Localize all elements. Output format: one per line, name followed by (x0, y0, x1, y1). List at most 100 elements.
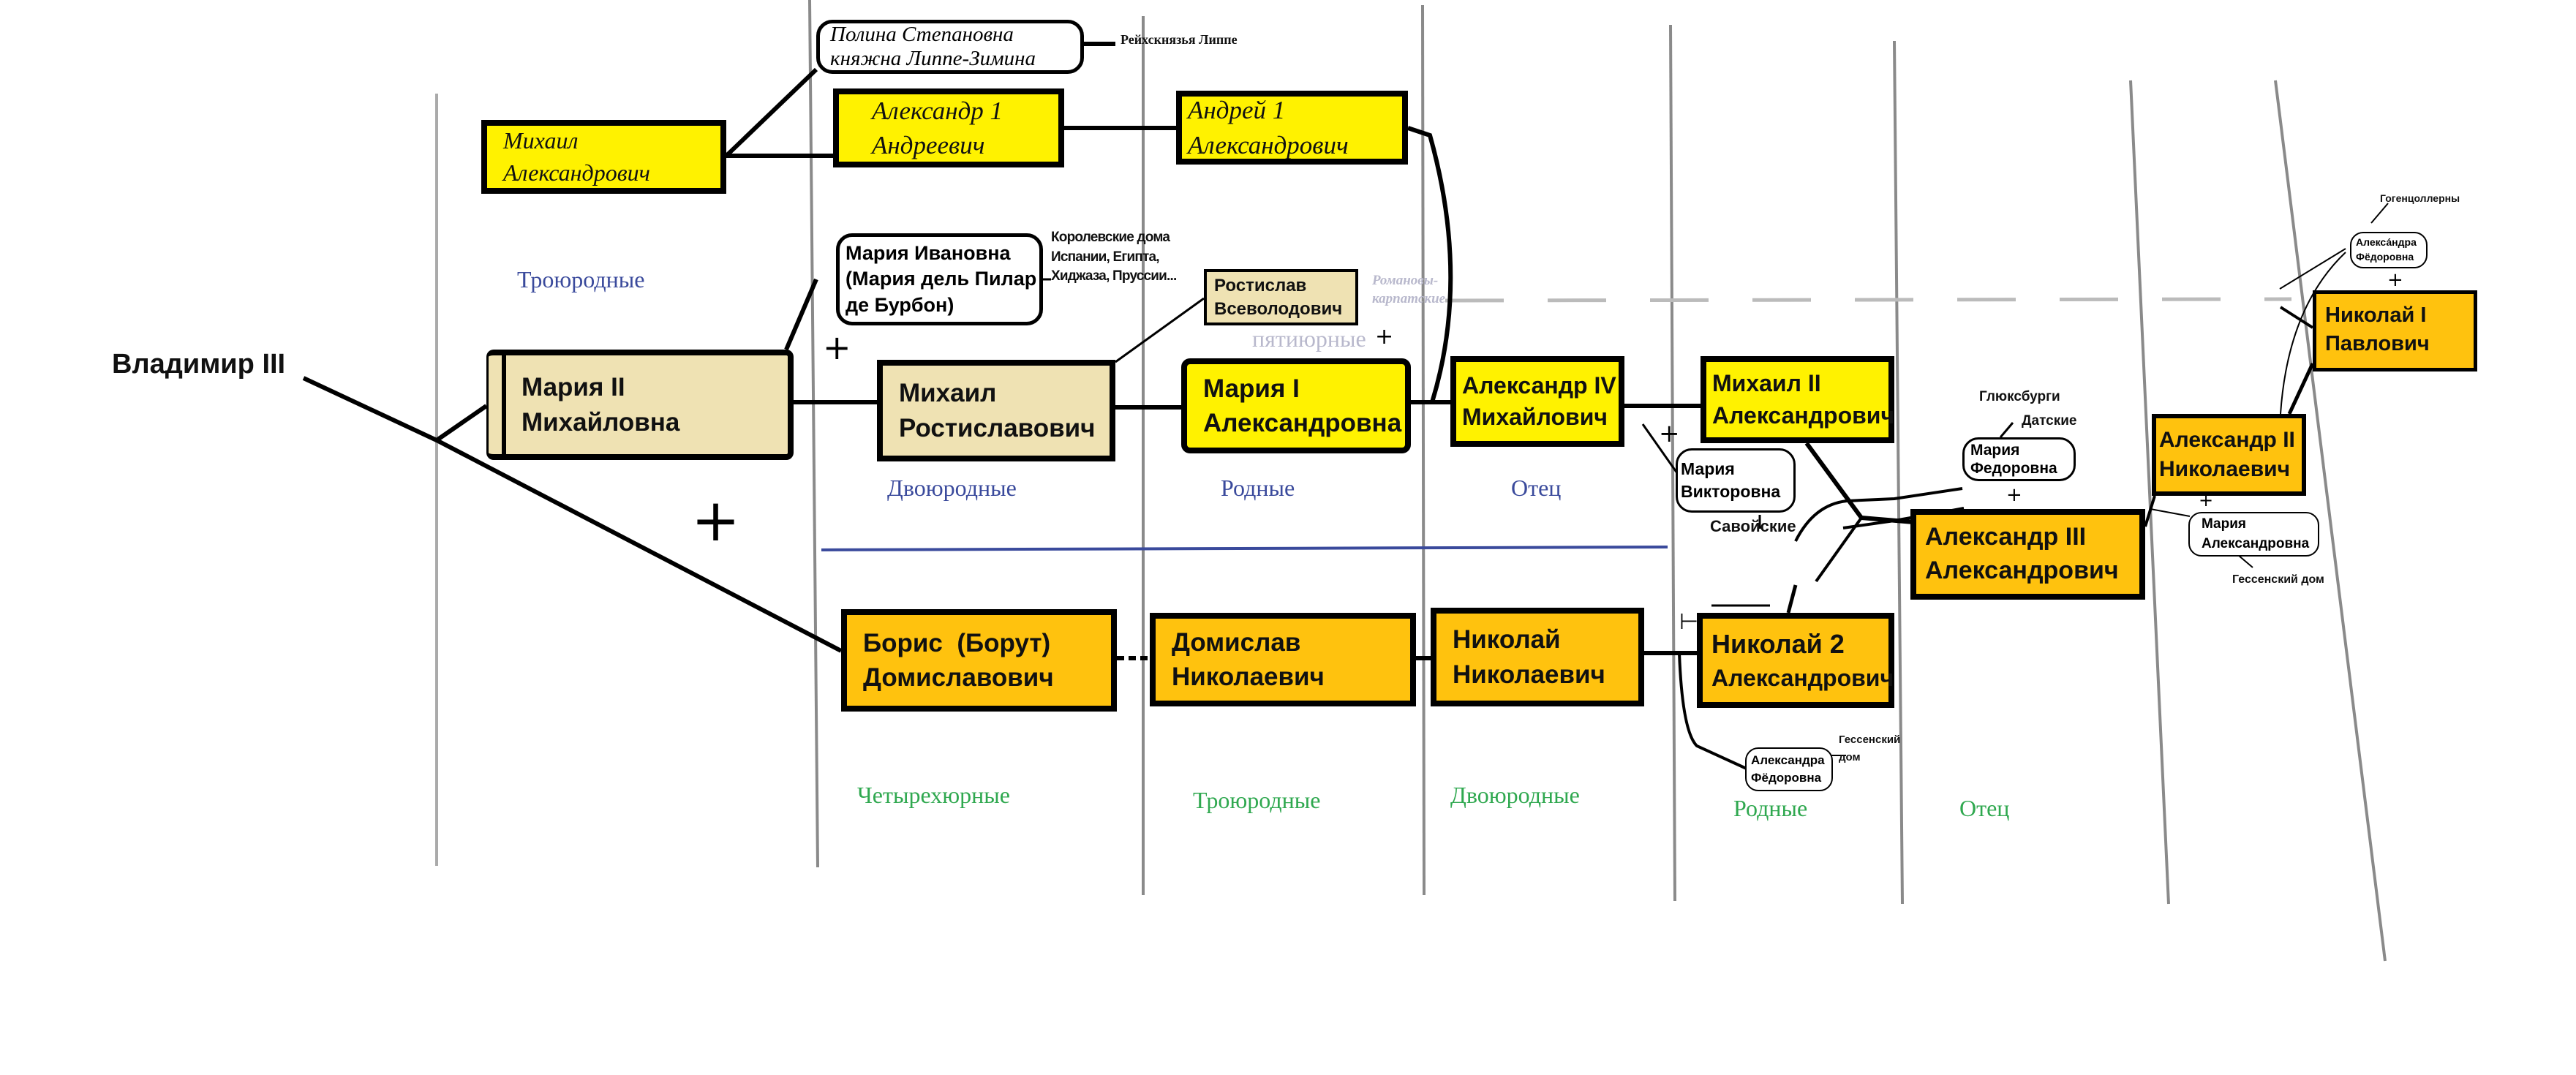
spouse-box-maria-alexandrovna[interactable]: Мария Александровна (2188, 512, 2319, 557)
box-inner-border (502, 350, 506, 460)
spouse-box-maria-viktorovna[interactable]: Мария Викторовна (1676, 448, 1796, 513)
connector (724, 67, 818, 158)
connectors (302, 42, 2389, 771)
column-divider (1669, 24, 1676, 902)
spouse-box-maria-fedorovna[interactable]: Мария Федоровна (1962, 437, 2076, 481)
connector (1815, 516, 1863, 583)
connector (2150, 508, 2191, 517)
person-patronymic: Павлович (2325, 332, 2430, 356)
kinship-upper-second: Двоюродные (887, 475, 1017, 501)
connector (1115, 297, 1205, 363)
spouse-box-maria-ivanovna[interactable]: Мария Ивановна (Мария дель Пилар де Бурб… (836, 233, 1043, 325)
person-patronymic: Александровна (1203, 409, 1402, 437)
house-line: Испании, Египта, (1051, 249, 1160, 265)
marriage-plus-icon: + (2387, 269, 2403, 291)
person-patronymic: Федоровна (1970, 460, 2057, 477)
person-name: Николай 2 (1711, 629, 1845, 660)
house-line: Королевские дома (1051, 230, 1170, 245)
person-box-mikhail-2[interactable]: Михаил II Александрович (1701, 356, 1894, 443)
marriage-plus-icon: + (1659, 419, 1680, 448)
connector (2279, 248, 2346, 415)
marriage-plus-icon: + (691, 486, 741, 554)
house-label-danish: Датские (2022, 413, 2077, 429)
person-box-nikolai-nikolaevich[interactable]: Николай Николаевич (1431, 608, 1644, 706)
person-name: Михаил II (1712, 370, 1821, 397)
house-line: дом (1839, 751, 1861, 763)
root-person-label: Владимир III (112, 349, 286, 380)
person-name: Мария Ивановна (846, 242, 1011, 265)
connector (1999, 422, 2014, 438)
kinship-upper-father: Отец (1511, 475, 1562, 501)
person-patronymic: Михайловна (521, 407, 680, 437)
person-box-boris[interactable]: Борис (Борут) Домиславович (841, 609, 1117, 712)
connector (2287, 362, 2315, 415)
person-box-alexander-4[interactable]: Александр IV Михайлович (1450, 356, 1624, 447)
connector (1407, 126, 1453, 403)
spouse-box-alexandra-top[interactable]: Алекса́ндра Фёдоровна (2350, 232, 2428, 268)
person-name: Ростислав (1214, 276, 1307, 296)
person-box-mikhail-alexandrovich[interactable]: Михаил Александрович (481, 120, 726, 194)
person-box-andrei-1[interactable]: Андрей 1 Александрович (1176, 91, 1408, 165)
connector (2279, 306, 2314, 329)
column-divider (2274, 80, 2387, 962)
person-name: Александр III (1925, 523, 2087, 551)
person-name: Александра (1751, 753, 1825, 768)
spouse-box-polina[interactable]: Полина Степановна княжна Липпе-Зимина (816, 20, 1084, 74)
column-dividers (435, 0, 2387, 962)
person-patronymic: Николаевич (1453, 660, 1605, 689)
column-divider (1421, 4, 1426, 896)
person-alt-name: де Бурбон) (846, 293, 954, 316)
person-patronymic: Михайлович (1462, 404, 1608, 430)
person-box-alexander-2[interactable]: Александр II Николаевич (2152, 414, 2306, 496)
generation-separator (821, 546, 1668, 551)
person-patronymic: Александрович (1188, 130, 1349, 159)
person-patronymic: Фёдоровна (1751, 771, 1822, 785)
person-patronymic: Ростиславович (899, 413, 1096, 442)
kinship-upper-third: Троюродные (517, 266, 645, 293)
person-box-nikolai-1[interactable]: Николай I Павлович (2313, 290, 2477, 371)
connector (435, 438, 843, 653)
person-name: Борис (Борут) (863, 628, 1051, 657)
person-box-domislav[interactable]: Домислав Николаевич (1150, 613, 1416, 706)
house-line: Романовы- (1372, 273, 1439, 288)
person-patronymic: Андреевич (872, 131, 985, 159)
connector (1641, 423, 1682, 479)
house-label-savoy: Савойские (1710, 517, 1796, 535)
person-box-alexander-3[interactable]: Александр III Александрович (1910, 509, 2145, 600)
person-patronymic: Александрович (503, 159, 650, 186)
person-box-alexander-1[interactable]: Александр 1 Андреевич (833, 88, 1064, 167)
connector (302, 376, 488, 443)
person-title: княжна Липпе-Зимина (830, 47, 1036, 70)
person-box-mikhail-rostislavovich[interactable]: Михаил Ростиславович (877, 360, 1115, 461)
person-name: Мария (1970, 441, 2020, 459)
person-name: Александр IV (1462, 371, 1616, 399)
person-patronymic: Николаевич (2159, 457, 2291, 481)
person-name: Мария (2202, 516, 2246, 532)
spouse-box-alexandra-bottom[interactable]: Александра Фёдоровна (1745, 747, 1833, 791)
house-label-romanovy: Романовы- карпатские (1372, 272, 1445, 308)
person-name: Александр 1 (872, 96, 1003, 125)
connector (2144, 495, 2156, 527)
person-box-maria-1[interactable]: Мария I Александровна (1181, 358, 1411, 453)
connector (2237, 554, 2253, 568)
person-box-rostislav[interactable]: Ростислав Всеволодович (1204, 269, 1358, 325)
connector (784, 278, 818, 351)
person-patronymic: Николаевич (1172, 663, 1325, 691)
person-box-maria-2[interactable]: Мария II Михайловна (486, 350, 794, 460)
person-name: Полина Степановна (830, 22, 1014, 46)
person-patronymic: Викторовна (1681, 482, 1781, 501)
person-name: Михаил (899, 379, 997, 408)
kinship-lower-siblings: Родные (1733, 795, 1808, 821)
person-name: Александр II (2159, 427, 2295, 452)
kinship-label-fifth: пятиюрные (1252, 325, 1366, 352)
connector (1678, 652, 1749, 771)
person-box-nikolai-2[interactable]: Николай 2 Александрович (1697, 613, 1894, 708)
house-label-royal: Королевские дома Испании, Египта, Хиджаз… (1051, 228, 1177, 287)
kinship-lower-fourth: Четырехюрные (857, 782, 1010, 808)
person-patronymic: Александрович (1925, 557, 2119, 584)
column-divider (1893, 40, 1904, 905)
house-line: карпатские (1372, 290, 1446, 306)
marriage-plus-icon: + (1375, 324, 1394, 350)
